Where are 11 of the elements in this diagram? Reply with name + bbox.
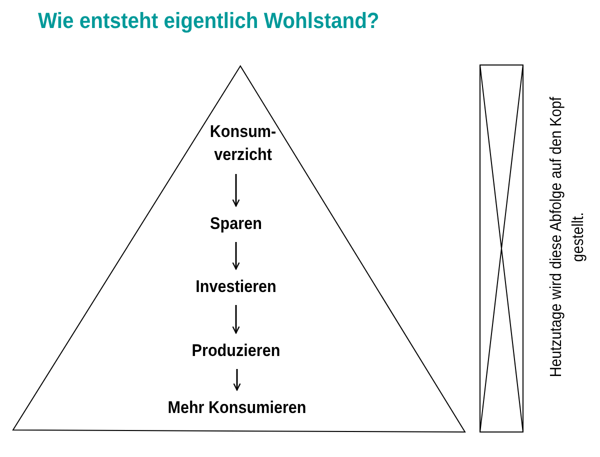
note-text: Heutzutage wird diese Abfolge auf den Kopf gestellt. bbox=[547, 96, 588, 380]
step-label: Produzieren bbox=[190, 340, 282, 362]
step-label: Investieren bbox=[194, 276, 278, 298]
arrow bbox=[232, 305, 240, 334]
title: Wie entsteht eigentlich Wohlstand? bbox=[38, 8, 380, 34]
arrow bbox=[233, 369, 241, 391]
step-label: Sparen bbox=[209, 213, 263, 235]
arrow bbox=[232, 174, 240, 207]
step-label: Konsum- verzicht bbox=[208, 121, 278, 166]
step-label: Mehr Konsumieren bbox=[166, 397, 308, 419]
arrow bbox=[232, 242, 240, 270]
